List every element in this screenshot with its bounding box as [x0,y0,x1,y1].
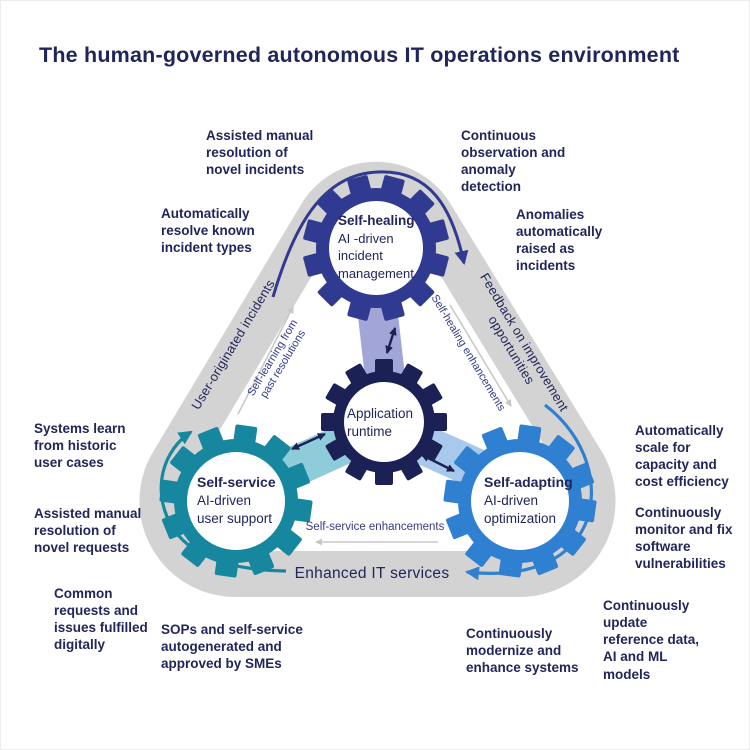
annotation-sops: SOPs and self-service autogenerated and … [161,622,303,672]
exchange-arrow-right [421,453,455,473]
annotation-common-requests: Common requests and issues fulfilled dig… [54,586,148,653]
exchange-arrow-top [385,327,397,354]
annotation-assisted-requests: Assisted manual resolution of novel requ… [34,506,142,556]
inner-arrow-right [449,304,512,407]
annotation-modernize: Continuously modernize and enhance syste… [466,626,579,676]
self-service-title: Self-service [197,474,276,490]
flow-arrow-self-adapting [465,403,593,581]
self-healing-subtitle: AI -driven incident management [338,231,414,281]
exchange-arrow-left [291,432,326,451]
annotation-update-models: Continuously update reference data, AI a… [603,598,700,682]
annotation-auto-resolve: Automatically resolve known incident typ… [161,206,255,256]
flow-arrow-self-service [159,430,287,573]
self-adapting-label: Self-adapting AI-driven optimization [484,474,584,528]
annotation-monitor-fix: Continuously monitor and fix software vu… [635,505,733,572]
annotation-systems-learn: Systems learn from historic user cases [34,421,126,471]
inner-arrow-left [237,306,294,415]
self-service-gear [159,424,313,578]
annotation-continuous-observation: Continuous observation and anomaly detec… [461,128,566,195]
application-runtime-gear [321,359,447,485]
self-service-label: Self-service AI-driven user support [197,474,292,528]
inner-label-self-service-enhancements: Self-service enhancements [305,521,445,533]
self-adapting-title: Self-adapting [484,474,573,490]
application-runtime-title: Application runtime [347,406,414,439]
application-runtime-label: Application runtime [347,405,427,441]
self-adapting-subtitle: AI-driven optimization [484,493,557,526]
self-healing-gear [302,174,450,322]
page-title: The human-governed autonomous IT operati… [39,43,680,67]
self-adapting-gear [443,424,597,578]
self-healing-title: Self-healing [338,213,415,228]
self-healing-label: Self-healing AI -driven incident managem… [338,213,430,282]
annotation-anomalies-raised: Anomalies automatically raised as incide… [516,207,603,274]
band-label-enhanced-it-services: Enhanced IT services [294,565,450,582]
flow-arrow-self-healing [271,170,469,298]
annotation-auto-scale: Automatically scale for capacity and cos… [635,423,729,490]
self-service-subtitle: AI-driven user support [197,493,273,526]
annotation-assisted-incidents: Assisted manual resolution of novel inci… [206,128,314,178]
